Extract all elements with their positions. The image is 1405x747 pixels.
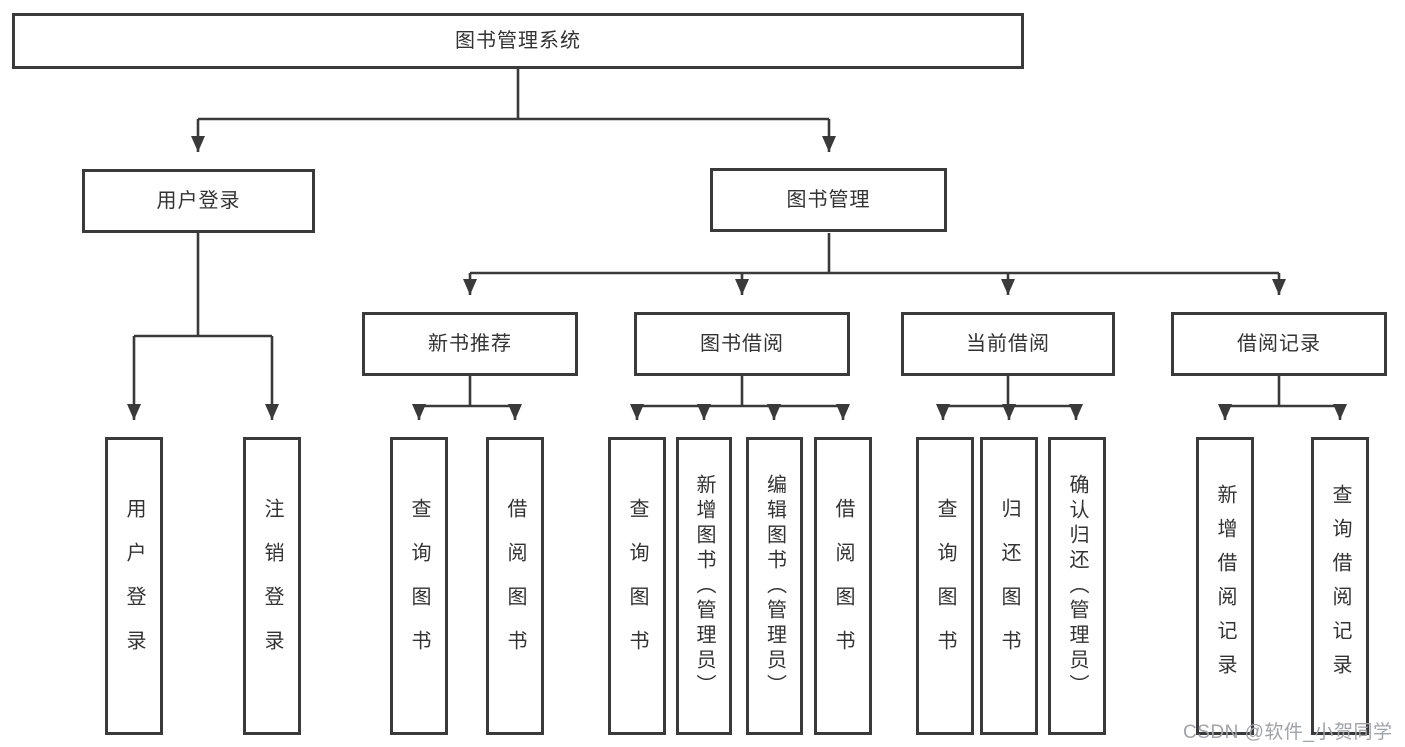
node-root: 图书管理系统 [12, 13, 1024, 69]
node-user-login: 用户登录 [82, 169, 315, 233]
leaf-borrow-books-2: 借阅图书 [814, 437, 872, 735]
link-new-book-rec-trunk [419, 376, 515, 408]
leaf-label: 新增图书（管理员） [693, 473, 715, 699]
leaf-label: 查询图书 [626, 498, 648, 674]
csdn-watermark: CSDN @软件_小贺同学 [1183, 722, 1393, 743]
link-book-mgmt-trunk [470, 233, 1279, 275]
link-current-borrow-trunk [943, 376, 1076, 408]
leaf-label: 借阅图书 [504, 498, 526, 674]
link-borrow-records-trunk [1225, 376, 1340, 408]
leaf-logout: 注销登录 [243, 437, 301, 735]
leaf-query-borrow-record: 查询借阅记录 [1311, 437, 1369, 735]
leaf-label: 查询图书 [408, 498, 430, 674]
leaf-return-books: 归还图书 [980, 437, 1038, 735]
leaf-label: 借阅图书 [832, 498, 854, 674]
leaf-add-borrow-record: 新增借阅记录 [1196, 437, 1254, 735]
leaf-borrow-books-1: 借阅图书 [486, 437, 544, 735]
leaf-query-books-2: 查询图书 [608, 437, 666, 735]
leaf-label: 用户登录 [123, 498, 145, 674]
leaf-label: 编辑图书（管理员） [763, 473, 786, 699]
leaf-add-books-admin: 新增图书（管理员） [676, 437, 732, 735]
leaf-label: 归还图书 [998, 498, 1020, 674]
leaf-label: 查询图书 [934, 498, 956, 674]
node-book-borrow: 图书借阅 [634, 312, 850, 376]
leaf-user-login: 用户登录 [105, 437, 163, 735]
link-user-login-trunk [134, 233, 272, 338]
leaf-query-books-1: 查询图书 [390, 437, 448, 735]
leaf-label: 确认归还（管理员） [1066, 473, 1088, 699]
node-new-book-rec: 新书推荐 [362, 312, 578, 376]
link-book-borrow-trunk [637, 376, 843, 408]
node-book-mgmt: 图书管理 [710, 168, 947, 232]
leaf-confirm-return-admin: 确认归还（管理员） [1048, 437, 1106, 735]
leaf-edit-books-admin: 编辑图书（管理员） [746, 437, 803, 735]
leaf-query-books-3: 查询图书 [916, 437, 974, 735]
link-root-trunk [198, 69, 829, 121]
node-borrow-records: 借阅记录 [1171, 312, 1387, 376]
leaf-label: 查询借阅记录 [1329, 484, 1351, 688]
leaf-label: 新增借阅记录 [1214, 484, 1236, 688]
leaf-label: 注销登录 [261, 498, 283, 674]
node-current-borrow: 当前借阅 [901, 312, 1115, 376]
